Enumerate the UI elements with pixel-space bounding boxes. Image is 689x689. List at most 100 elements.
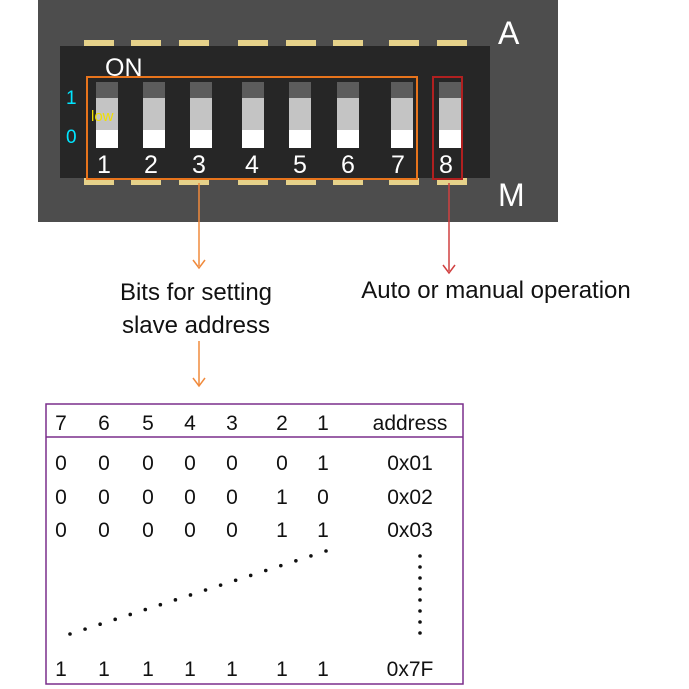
- table-cell: 0: [276, 452, 288, 475]
- on-label: ON: [105, 54, 143, 82]
- switch-number: 4: [245, 151, 259, 179]
- vertical-dot: [418, 576, 422, 580]
- mode-callout: Auto or manual operation: [361, 277, 631, 304]
- switch-slider: [391, 98, 413, 130]
- bottom-pin: [84, 178, 114, 185]
- table-cell: 1: [317, 658, 329, 681]
- vertical-dot: [418, 620, 422, 624]
- ellipsis-dots: [68, 549, 422, 636]
- switch-number: 8: [439, 151, 453, 179]
- top-pin: [286, 40, 316, 47]
- table-cell: 1: [317, 452, 329, 475]
- switch-number: 6: [341, 151, 355, 179]
- switch-slider: [242, 98, 264, 130]
- top-pin: [179, 40, 209, 47]
- table-cell: 1: [226, 658, 238, 681]
- table-arrow-head: [192, 377, 206, 388]
- diagonal-dot: [324, 549, 328, 553]
- level-1-label: 1: [66, 88, 77, 109]
- diagonal-dot: [68, 632, 72, 636]
- table-cell: 1: [276, 519, 288, 542]
- table-cell: 0: [98, 452, 110, 475]
- switch-slider: [289, 98, 311, 130]
- diagonal-dot: [98, 622, 102, 627]
- switch-off-zone: [337, 130, 359, 148]
- top-pin: [333, 40, 363, 47]
- low-label: low: [91, 108, 114, 125]
- vertical-dot: [418, 565, 422, 569]
- table-cell: 0: [55, 486, 67, 509]
- diagonal-dot: [173, 598, 178, 602]
- switch-off-zone: [289, 130, 311, 148]
- table-cell: 0: [142, 486, 154, 509]
- top-pins: [84, 40, 467, 47]
- vertical-dot: [418, 631, 422, 635]
- vertical-dot: [418, 609, 422, 613]
- table-header-cell: 6: [98, 412, 110, 435]
- dip-switch: [242, 82, 264, 148]
- diagonal-dot: [218, 583, 223, 587]
- diagonal-dot: [203, 588, 208, 592]
- table-cell: 0: [184, 452, 196, 475]
- dip-switch: [190, 82, 212, 148]
- table-cell: 0: [142, 452, 154, 475]
- switch-slider: [96, 98, 118, 130]
- switch-number: 5: [293, 151, 307, 179]
- table-cell: 0: [142, 519, 154, 542]
- address-table: [45, 403, 464, 685]
- table-cell: 0x01: [387, 452, 433, 475]
- diagonal-dot: [113, 617, 117, 622]
- vertical-dot: [418, 554, 422, 558]
- dip-switch: [96, 82, 118, 148]
- switch-slider: [337, 98, 359, 130]
- address-callout-line-1: Bits for setting: [120, 279, 272, 306]
- table-cell: 0x03: [387, 519, 433, 542]
- bottom-pins: [84, 178, 467, 185]
- switch-number: 3: [192, 151, 206, 179]
- bottom-pin: [389, 178, 419, 185]
- diagonal-dot: [233, 578, 238, 583]
- vertical-dot: [418, 587, 422, 591]
- switch-off-zone: [96, 130, 118, 148]
- table-cell: 0x02: [387, 486, 433, 509]
- diagonal-dot: [158, 602, 163, 607]
- dip-switch: [289, 82, 311, 148]
- table-cell: 0: [226, 519, 238, 542]
- diagonal-dot: [263, 568, 268, 573]
- switch-off-zone: [439, 130, 461, 148]
- address-arrow-head: [192, 259, 206, 270]
- switch-off-zone: [143, 130, 165, 148]
- top-pin: [437, 40, 467, 47]
- table-cell: 0: [317, 486, 329, 509]
- table-cell: 1: [276, 658, 288, 681]
- switch-slider: [190, 98, 212, 130]
- dip-switch: [337, 82, 359, 148]
- bottom-pin: [131, 178, 161, 185]
- diagonal-dot: [309, 554, 313, 558]
- table-cell: 1: [98, 658, 110, 681]
- dip-switch: [439, 82, 461, 148]
- table-header-cell: 4: [184, 412, 196, 435]
- table-cell: 1: [184, 658, 196, 681]
- dip-switch: [143, 82, 165, 148]
- diagonal-dot: [83, 627, 87, 631]
- diagonal-dot: [248, 573, 253, 578]
- table-cell: 1: [317, 519, 329, 542]
- side-label-m: M: [498, 177, 525, 213]
- table-header-cell: 5: [142, 412, 154, 435]
- switch-off-zone: [190, 130, 212, 148]
- switch-slider: [439, 98, 461, 130]
- switch-off-zone: [242, 130, 264, 148]
- table-cell: 0x7F: [387, 658, 434, 681]
- diagonal-dot: [188, 593, 193, 597]
- table-cell: 0: [184, 519, 196, 542]
- top-pin: [238, 40, 268, 47]
- side-label-a: A: [498, 15, 520, 51]
- diagonal-dot: [143, 607, 148, 612]
- vertical-dot: [418, 598, 422, 602]
- bottom-pin: [333, 178, 363, 185]
- diagonal-dot: [279, 563, 283, 568]
